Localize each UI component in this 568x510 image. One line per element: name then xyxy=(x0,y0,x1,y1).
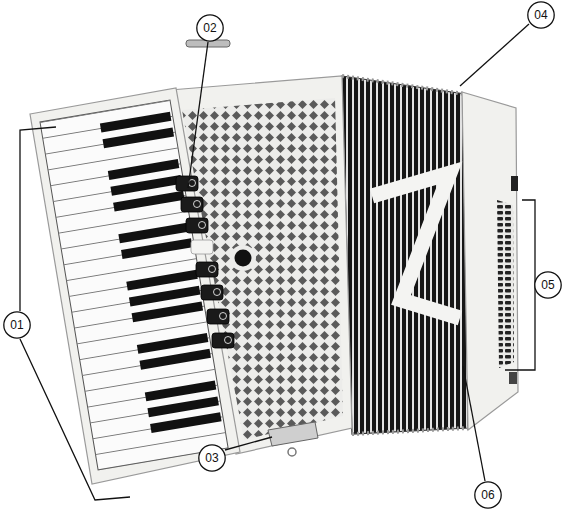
black-key xyxy=(100,112,171,133)
black-key xyxy=(137,333,208,354)
bellows-zigzag xyxy=(372,173,460,318)
white-key-lines xyxy=(40,100,228,470)
logo xyxy=(235,250,252,267)
leader-line xyxy=(188,42,208,188)
callout-number: 04 xyxy=(534,9,547,21)
black-key xyxy=(140,349,211,370)
register-symbol xyxy=(209,266,216,273)
bass-buttons xyxy=(497,200,514,368)
register-switch xyxy=(196,262,218,277)
register-switch xyxy=(181,197,203,212)
leader-line xyxy=(463,366,485,481)
keyboard xyxy=(40,100,228,470)
register-switch xyxy=(212,333,234,348)
black-key xyxy=(129,286,200,307)
bottom-strap xyxy=(268,422,318,446)
strap-ring xyxy=(288,448,296,456)
callout-number: 01 xyxy=(10,319,23,331)
black-key xyxy=(108,159,179,180)
register-symbol xyxy=(225,337,232,344)
callout-circle-shape xyxy=(535,272,561,298)
callout-number: 06 xyxy=(481,489,494,501)
black-key xyxy=(147,396,218,417)
callout-circle-shape xyxy=(528,2,554,28)
keyboard-case xyxy=(30,88,240,484)
callout-number: 05 xyxy=(541,279,554,291)
black-key xyxy=(110,175,181,196)
bass-strap-clip xyxy=(511,176,518,191)
callout-circle-shape xyxy=(475,482,501,508)
black-key xyxy=(113,191,184,212)
register-switch xyxy=(207,309,229,324)
bracket xyxy=(505,200,535,370)
callout-circle: 06 xyxy=(474,481,502,509)
callout-circle-shape xyxy=(197,15,223,41)
register-symbol xyxy=(220,313,227,320)
black-key xyxy=(103,128,174,149)
black-keys xyxy=(100,112,222,433)
callout-circle: 01 xyxy=(3,311,31,339)
leaders xyxy=(20,24,535,500)
callout-circle: 05 xyxy=(534,271,562,299)
leader-line xyxy=(225,437,272,450)
register-symbol xyxy=(199,222,206,229)
callout-circle: 03 xyxy=(198,444,226,472)
register-switch xyxy=(191,240,213,254)
callout-number: 03 xyxy=(205,452,218,464)
black-key xyxy=(118,222,189,243)
bass-strap-clip xyxy=(509,372,517,384)
black-key xyxy=(126,270,197,291)
black-key xyxy=(132,301,203,322)
register-symbols xyxy=(189,180,232,344)
black-key xyxy=(121,238,192,259)
black-key xyxy=(150,412,221,433)
register-switch xyxy=(186,218,208,233)
leader-line xyxy=(460,24,529,86)
bellows-top-edge xyxy=(342,76,465,94)
bellows-bottom-edge xyxy=(352,428,468,434)
callout-circle: 02 xyxy=(196,14,224,42)
register-symbol xyxy=(214,289,221,296)
bellows xyxy=(342,76,468,434)
bass-case xyxy=(462,92,518,430)
bracket xyxy=(20,127,56,311)
callout-circle-shape xyxy=(4,312,30,338)
register-symbol xyxy=(194,201,201,208)
register-switch xyxy=(201,285,223,300)
callout-number: 02 xyxy=(203,22,216,34)
callout-circle: 04 xyxy=(527,1,555,29)
logo-plate xyxy=(230,245,256,271)
callout-circle-shape xyxy=(199,445,225,471)
register-switches xyxy=(176,176,234,348)
bracket xyxy=(20,339,130,500)
white-keys xyxy=(40,100,228,470)
register-switch xyxy=(176,176,198,191)
black-key xyxy=(145,381,216,402)
